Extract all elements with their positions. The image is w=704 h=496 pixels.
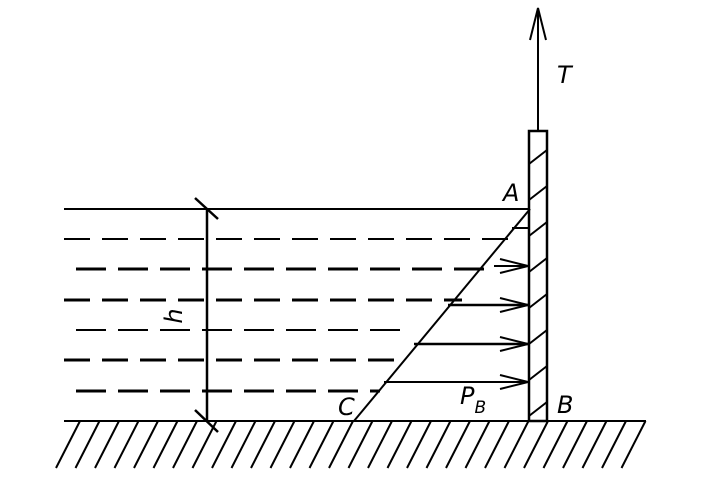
gate: [527, 129, 549, 423]
water: [64, 208, 530, 393]
bottom-pressure-label: PB: [460, 382, 486, 418]
gate-hatch-line: [528, 293, 548, 309]
ground-hatch-line: [601, 420, 627, 469]
gate-hatch-line: [528, 257, 548, 273]
ground-hatch-line: [464, 420, 491, 469]
ground-hatch-line: [94, 420, 120, 469]
ground-hatch-line: [620, 420, 647, 469]
ground-hatch-line: [484, 420, 510, 469]
ground-hatch-line: [581, 420, 608, 469]
ground-hatch-line: [113, 420, 140, 469]
ground-hatch-line: [289, 420, 315, 469]
depth-tick-bottom: [194, 409, 219, 433]
tension-label: T: [557, 61, 574, 89]
gate-hatch-line: [528, 365, 548, 381]
point-c-label: C: [338, 393, 355, 421]
depth-tick-top: [194, 197, 219, 220]
ground-hatch-line: [445, 420, 471, 469]
ground-hatch-line: [542, 420, 569, 469]
ground-hatch-line: [211, 420, 237, 469]
tension-arrow-head: [529, 7, 547, 41]
ground-hatching: [55, 420, 647, 469]
ground: [55, 420, 647, 469]
point-b-label: B: [557, 391, 573, 419]
ground-hatch-line: [562, 420, 588, 469]
tension-arrow: [529, 7, 547, 131]
pressure-arrows: [384, 258, 529, 390]
ground-hatch-line: [269, 420, 296, 469]
depth-dimension: [194, 197, 219, 433]
bottom-pressure-subscript: B: [474, 398, 486, 418]
ground-hatch-line: [230, 420, 257, 469]
gate-hatch-line: [528, 149, 548, 165]
gate-hatch-line: [528, 221, 548, 237]
gate-hatch-line: [528, 401, 548, 417]
ground-hatch-line: [191, 420, 218, 469]
ground-hatch-line: [347, 420, 374, 469]
ground-hatch-line: [367, 420, 393, 469]
ground-hatch-line: [133, 420, 159, 469]
ground-hatch-line: [172, 420, 198, 469]
bottom-pressure-symbol: P: [460, 382, 475, 410]
gate-hatch-line: [528, 329, 548, 345]
ground-hatch-line: [152, 420, 179, 469]
ground-hatch-line: [250, 420, 276, 469]
point-a-label: A: [501, 179, 519, 207]
ground-hatch-line: [406, 420, 432, 469]
ground-hatch-line: [308, 420, 335, 469]
depth-label: h: [160, 308, 188, 323]
ground-hatch-line: [74, 420, 101, 469]
gate-hatching: [528, 149, 548, 417]
gate-hatch-line: [528, 185, 548, 201]
pressure-distribution: [353, 208, 531, 422]
ground-hatch-line: [55, 420, 81, 469]
pressure-hypotenuse: [353, 208, 531, 422]
ground-hatch-line: [425, 420, 452, 469]
ground-hatch-line: [328, 420, 354, 469]
ground-hatch-line: [523, 420, 549, 469]
ground-hatch-line: [503, 420, 530, 469]
ground-hatch-line: [386, 420, 413, 469]
